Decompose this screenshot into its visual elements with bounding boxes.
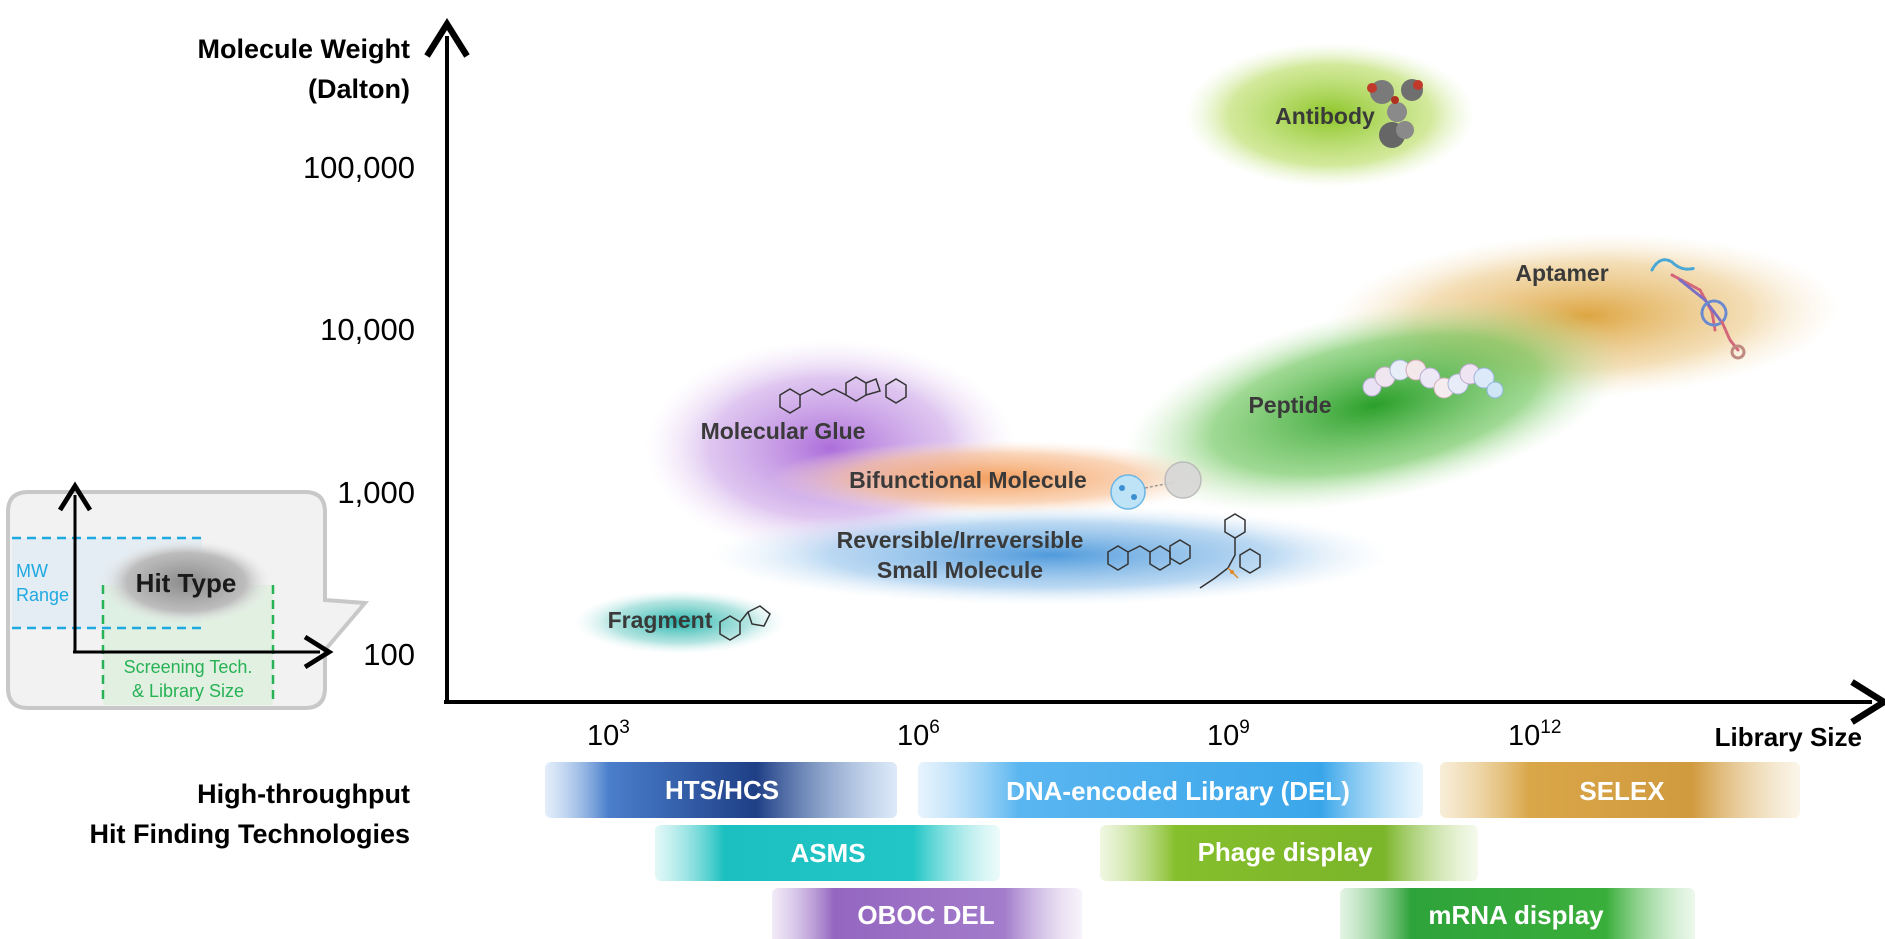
- hit-type-blobs: [575, 43, 1840, 654]
- x-tick-label: 106: [897, 717, 940, 752]
- molecular-glue-label: Molecular Glue: [701, 418, 866, 444]
- mrna-bar-label: mRNA display: [1428, 900, 1604, 930]
- aptamer-label: Aptamer: [1515, 260, 1608, 286]
- del-bar-label: DNA-encoded Library (DEL): [1006, 776, 1350, 806]
- selex-bar: [1440, 762, 1800, 818]
- legend-screening-label-line1: Screening Tech.: [124, 657, 253, 677]
- hts-bar-label: HTS/HCS: [665, 775, 779, 805]
- peptide-blob: [1124, 298, 1626, 512]
- small-molecule-label-line2: Small Molecule: [877, 557, 1043, 583]
- technologies-title-line2: Hit Finding Technologies: [90, 819, 410, 849]
- legend-callout: Hit Type MW Range Screening Tech. & Libr…: [6, 481, 370, 710]
- y-tick-label: 100: [363, 637, 415, 672]
- y-tick-label: 1,000: [337, 475, 415, 510]
- antibody-structure-icon: [1367, 79, 1423, 148]
- oboc-bar: [772, 888, 1082, 939]
- oboc-bar-label: OBOC DEL: [857, 900, 994, 930]
- technology-bars: HTS/HCS DNA-encoded Library (DEL) SELEX …: [545, 762, 1800, 939]
- y-tick-label: 100,000: [303, 150, 415, 185]
- fragment-label: Fragment: [608, 607, 713, 633]
- axes: [424, 17, 1885, 725]
- bifunctional-label: Bifunctional Molecule: [849, 467, 1087, 493]
- y-axis-title-line2: (Dalton): [308, 74, 410, 104]
- technologies-title-line1: High-throughput: [197, 779, 410, 809]
- aptamer-structure-icon: [1650, 258, 1746, 360]
- molecular-glue-structure-icon: [779, 376, 907, 414]
- small-molecule-label-line1: Reversible/Irreversible: [837, 527, 1084, 553]
- fragment-structure-icon: [719, 605, 771, 641]
- y-axis-title-line1: Molecule Weight: [197, 34, 410, 64]
- y-tick-label: 10,000: [320, 312, 415, 347]
- antibody-label: Antibody: [1275, 103, 1375, 129]
- asms-bar-label: ASMS: [790, 838, 865, 868]
- del-bar: [918, 762, 1423, 818]
- phage-bar-label: Phage display: [1198, 837, 1373, 867]
- legend-mw-label-line2: Range: [16, 585, 69, 605]
- x-tick-label: 109: [1207, 717, 1250, 752]
- hit-type-legend-blob: [101, 540, 271, 624]
- mrna-bar: [1340, 888, 1695, 939]
- x-tick-label: 103: [587, 717, 630, 752]
- hts-bar: [545, 762, 897, 818]
- phage-bar: [1100, 825, 1478, 881]
- legend-hit-type-label: Hit Type: [136, 568, 237, 598]
- peptide-structure-icon: [1362, 359, 1504, 399]
- peptide-label: Peptide: [1248, 392, 1331, 418]
- x-axis-title: Library Size: [1715, 722, 1862, 752]
- selex-bar-label: SELEX: [1579, 776, 1665, 806]
- antibody-blob: [1185, 43, 1475, 187]
- legend-mw-label-line1: MW: [16, 561, 48, 581]
- small-molecule-structure-icon: [1107, 513, 1261, 589]
- bifunctional-blob: [770, 440, 1220, 516]
- legend-screening-label-line2: & Library Size: [132, 681, 244, 701]
- bifunctional-structure-icon: [1110, 461, 1202, 510]
- hit-type-labels: Antibody Aptamer Peptide Molecular Glue …: [608, 103, 1609, 633]
- small-molecule-blob: [710, 505, 1390, 605]
- x-tick-label: 1012: [1508, 717, 1561, 752]
- asms-bar: [655, 825, 1000, 881]
